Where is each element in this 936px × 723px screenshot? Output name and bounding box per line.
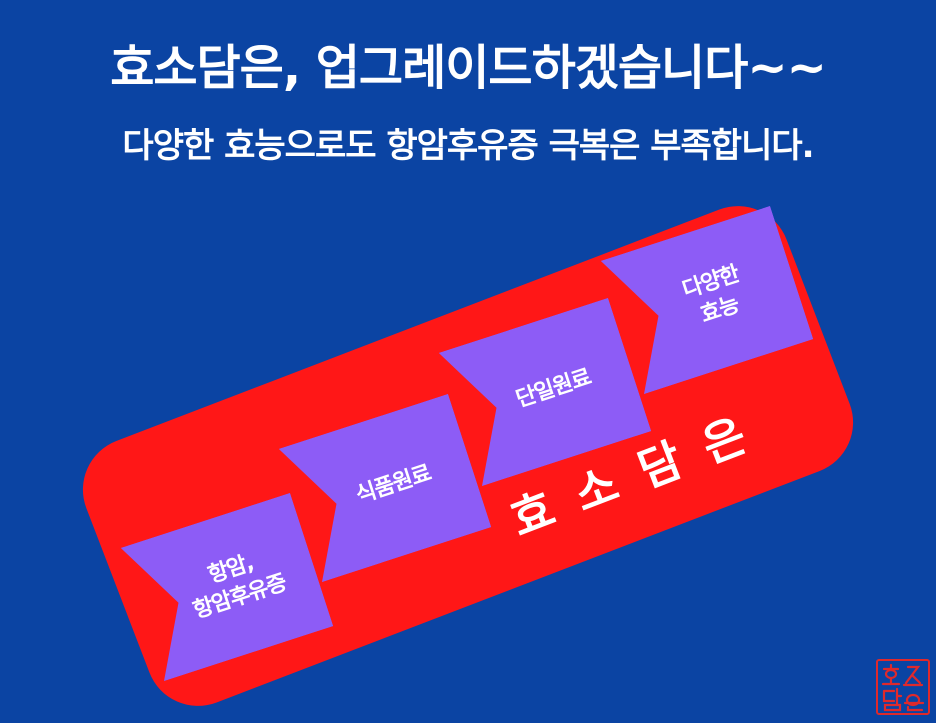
flag-shape	[278, 393, 492, 583]
step-flag-anticancer: 항암, 항암후유증	[120, 492, 334, 682]
seal-icon	[881, 663, 925, 712]
step-flag-single-ingredient: 단일원료	[438, 297, 652, 487]
brand-seal-logo	[876, 659, 930, 715]
flag-shape	[438, 297, 652, 487]
flag-shape	[120, 492, 334, 682]
page-title: 효소담은, 업그레이드하겠습니다~~	[110, 40, 827, 96]
step-flag-food-ingredient: 식품원료	[278, 393, 492, 583]
page-subtitle: 다양한 효능으로도 항암후유증 극복은 부족합니다.	[122, 126, 814, 166]
flag-shape	[600, 205, 814, 395]
step-flag-various-effects: 다양한 효능	[600, 205, 814, 395]
